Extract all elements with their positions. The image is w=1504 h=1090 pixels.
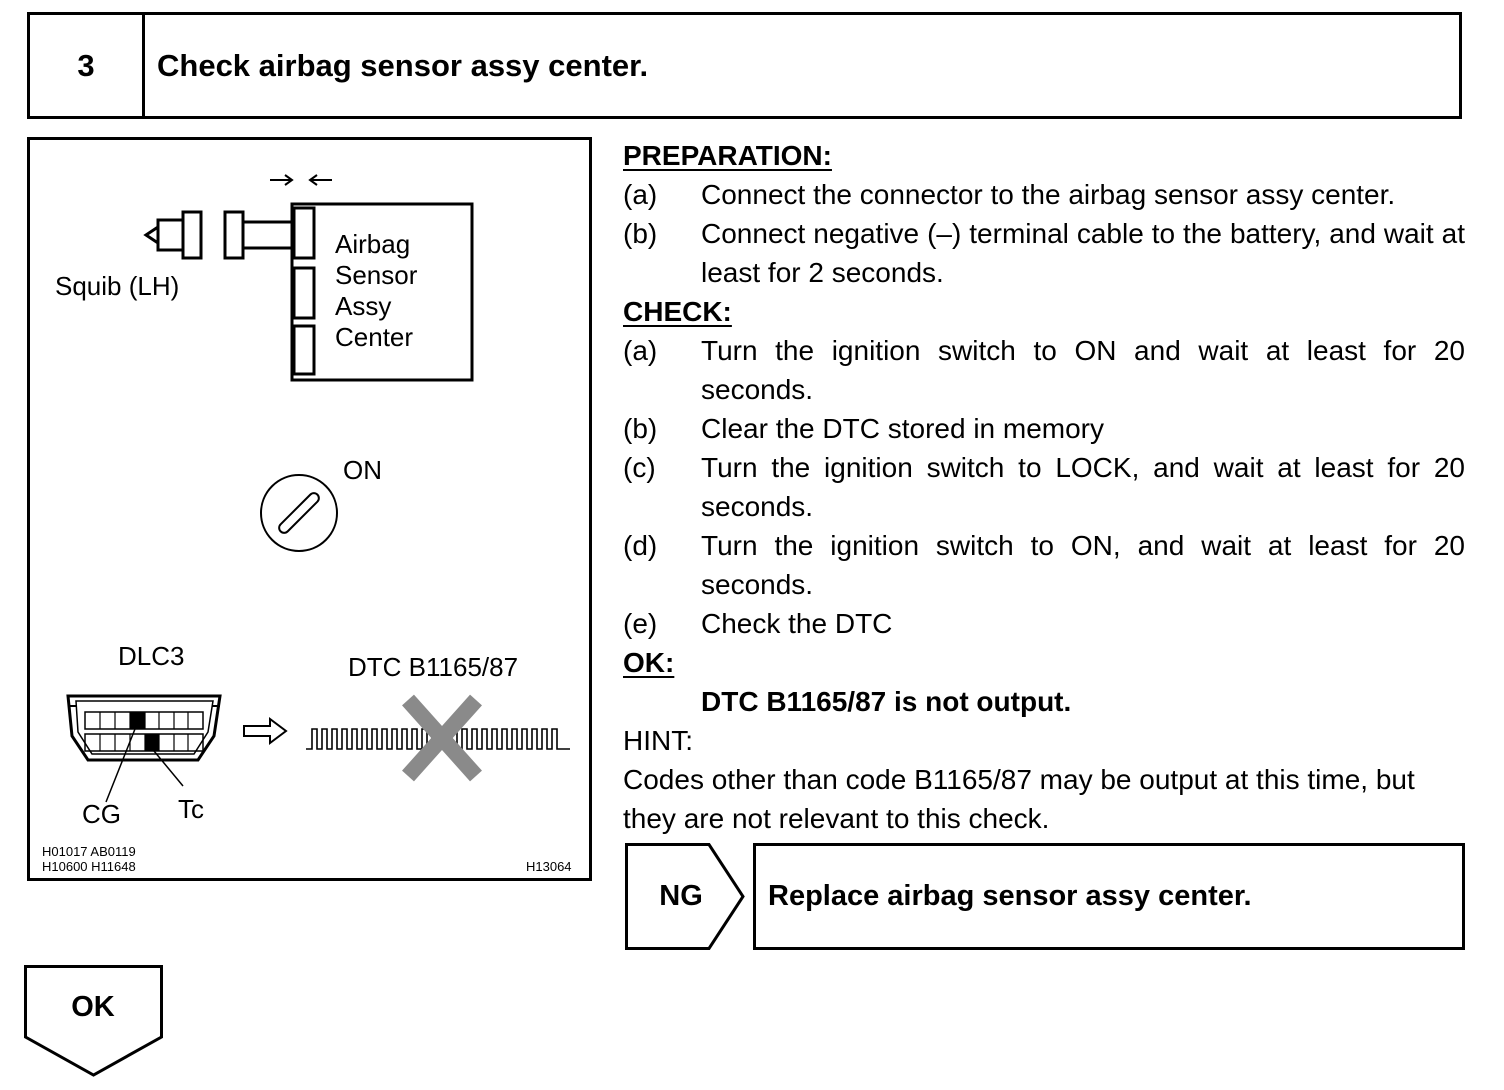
pin-tc-label: Tc	[178, 794, 204, 824]
check-heading: CHECK:	[623, 296, 732, 327]
list-item-label: (a)	[623, 335, 658, 366]
list-item-label: (c)	[623, 452, 656, 483]
figure-id: H13064	[526, 859, 572, 874]
pin-cg-label: CG	[82, 799, 121, 829]
diagram-graphics	[66, 174, 570, 803]
sensor-label-line-3: Assy	[335, 291, 392, 321]
preparation-heading: PREPARATION:	[623, 140, 832, 171]
ok-heading: OK:	[623, 647, 675, 678]
ng-label: NG	[659, 880, 703, 912]
ok-condition: DTC B1165/87 is not output.	[701, 686, 1072, 717]
list-item: (c) Turn the ignition switch to LOCK, an…	[623, 448, 1465, 526]
ok-arrow-box-icon	[24, 965, 163, 1077]
sensor-label-line-4: Center	[335, 322, 414, 352]
dtc-label: DTC B1165/87	[348, 652, 519, 682]
list-item-text: Clear the DTC stored in memory	[701, 413, 1105, 444]
list-item-text: Turn the ignition switch to ON, and wait…	[701, 530, 1465, 600]
hint-text: Codes other than code B1165/87 may be ou…	[623, 764, 1415, 834]
sensor-label-line-1: Airbag	[335, 229, 411, 259]
diagram-figure: Squib (LH) Airbag Sensor Assy Center ON …	[27, 137, 592, 881]
list-item-text: Connect negative (–) terminal cable to t…	[701, 218, 1465, 288]
list-item: (a) Connect the connector to the airbag …	[623, 175, 1465, 214]
list-item-text: Check the DTC	[701, 608, 893, 639]
ignition-on-label: ON	[343, 455, 382, 485]
ng-result: Replace airbag sensor assy center.	[753, 843, 1465, 950]
list-item-label: (d)	[623, 530, 658, 561]
ok-branch-label: OK	[71, 990, 115, 1023]
list-item-label: (e)	[623, 608, 658, 639]
list-item-label: (b)	[623, 413, 658, 444]
dlc3-connector-icon	[66, 694, 222, 803]
sensor-label-line-2: Sensor	[335, 260, 418, 290]
list-item: (b) Connect negative (–) terminal cable …	[623, 214, 1465, 292]
cross-mark-icon	[402, 694, 482, 782]
ref-codes-line-1: H01017 AB0119	[42, 844, 136, 859]
step-header: 3 Check airbag sensor assy center.	[27, 12, 1462, 119]
list-item-label: (b)	[623, 218, 658, 249]
dlc3-label: DLC3	[118, 641, 185, 671]
list-item: (a) Turn the ignition switch to ON and w…	[623, 331, 1465, 409]
connect-arrows-icon	[270, 174, 332, 186]
instructions: PREPARATION: (a) Connect the connector t…	[623, 136, 1465, 838]
list-item: (b) Clear the DTC stored in memory	[623, 409, 1465, 448]
ignition-switch-icon	[260, 474, 338, 552]
squib-label: Squib (LH)	[55, 271, 180, 301]
list-item-text: Turn the ignition switch to ON and wait …	[701, 335, 1465, 405]
dtc-waveform-icon	[306, 694, 570, 782]
step-number: 3	[30, 15, 145, 116]
list-item-text: Turn the ignition switch to LOCK, and wa…	[701, 452, 1465, 522]
list-item: (d) Turn the ignition switch to ON, and …	[623, 526, 1465, 604]
hint-heading: HINT:	[623, 725, 693, 756]
hollow-arrow-icon	[243, 717, 288, 745]
list-item-label: (a)	[623, 179, 658, 210]
step-title: Check airbag sensor assy center.	[157, 47, 649, 83]
airbag-sensor-box-icon	[290, 202, 474, 382]
squib-connector-icon	[143, 210, 295, 260]
ref-codes-line-2: H10600 H11648	[42, 859, 136, 874]
list-item: (e) Check the DTC	[623, 604, 1465, 643]
list-item-text: Connect the connector to the airbag sens…	[701, 179, 1396, 210]
ng-arrow-box-icon	[625, 843, 745, 950]
